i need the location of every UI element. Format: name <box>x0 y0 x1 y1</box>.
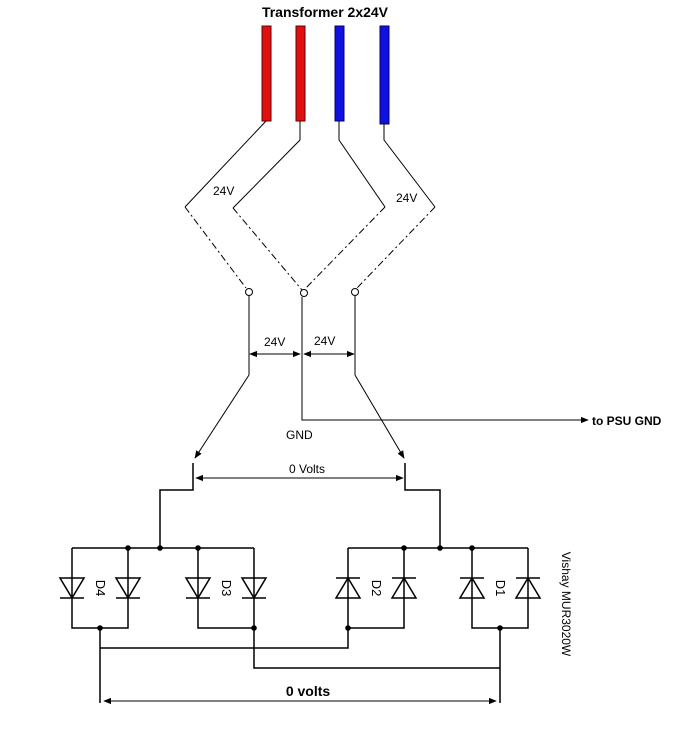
diode-part-label: Vishay MUR3020W <box>559 552 573 657</box>
terminal-right <box>351 288 359 296</box>
zero-volts-top-label: 0 Volts <box>289 462 325 476</box>
diode-symbol <box>114 577 142 600</box>
diode-symbol <box>390 576 418 599</box>
winding-wires <box>184 120 436 209</box>
dash-wire-4 <box>356 206 436 289</box>
wire-a <box>184 120 267 208</box>
junction <box>401 545 407 551</box>
junction <box>157 545 163 551</box>
diode-symbol <box>334 576 362 599</box>
diode-symbols <box>58 576 542 600</box>
winding-right-label: 24V <box>396 191 417 205</box>
wire-b <box>232 121 301 209</box>
left-input-wire <box>159 463 194 548</box>
diode-label-d1: D1 <box>493 580 508 597</box>
diode-label-d3: D3 <box>219 580 234 597</box>
diode-symbol <box>240 577 268 600</box>
blue-lead-2 <box>379 25 390 125</box>
dashdot-wires <box>184 206 436 291</box>
psu-gnd-label: to PSU GND <box>592 414 662 428</box>
wire-d <box>383 124 436 208</box>
title: Transformer 2x24V <box>262 4 389 20</box>
diode-symbol <box>458 576 486 599</box>
junctions <box>97 545 503 631</box>
junction <box>437 545 443 551</box>
rectifier-inputs <box>159 463 441 548</box>
wire-c <box>338 121 386 208</box>
terminal-left <box>245 288 253 296</box>
red-lead-1 <box>261 25 272 122</box>
tap-lines <box>248 296 588 421</box>
bus-d3-d1 <box>253 628 500 669</box>
diode-symbol <box>58 577 86 600</box>
dash-wire-3 <box>303 206 386 291</box>
junction <box>195 545 201 551</box>
junction <box>469 545 475 551</box>
dash-wire-2 <box>232 207 303 291</box>
junction <box>125 545 131 551</box>
tap-right-label: 24V <box>314 334 335 348</box>
winding-left-label: 24V <box>213 184 234 198</box>
output-bus <box>99 628 501 703</box>
diode-symbol <box>184 577 212 600</box>
d2-frame <box>347 548 405 629</box>
diode-label-d4: D4 <box>93 580 108 597</box>
arrow-to-right-input <box>354 374 405 459</box>
d3-frame <box>197 548 255 629</box>
gnd-line <box>301 297 588 421</box>
gnd-label: GND <box>286 428 313 442</box>
diode-label-d2: D2 <box>369 580 384 597</box>
diode-symbol <box>514 576 542 599</box>
zero-volts-bottom-label: 0 volts <box>286 683 331 699</box>
arrow-to-left-input <box>194 374 250 459</box>
transformer-leads <box>261 25 390 125</box>
diode-banks <box>71 547 529 629</box>
blue-lead-1 <box>334 25 345 122</box>
tap-left-label: 24V <box>264 335 285 349</box>
red-lead-2 <box>295 25 306 122</box>
dash-wire-1 <box>184 206 247 289</box>
terminal-center <box>300 289 308 297</box>
right-input-wire <box>404 463 441 548</box>
bus-d4-d2 <box>100 628 349 649</box>
terminals <box>245 288 359 297</box>
